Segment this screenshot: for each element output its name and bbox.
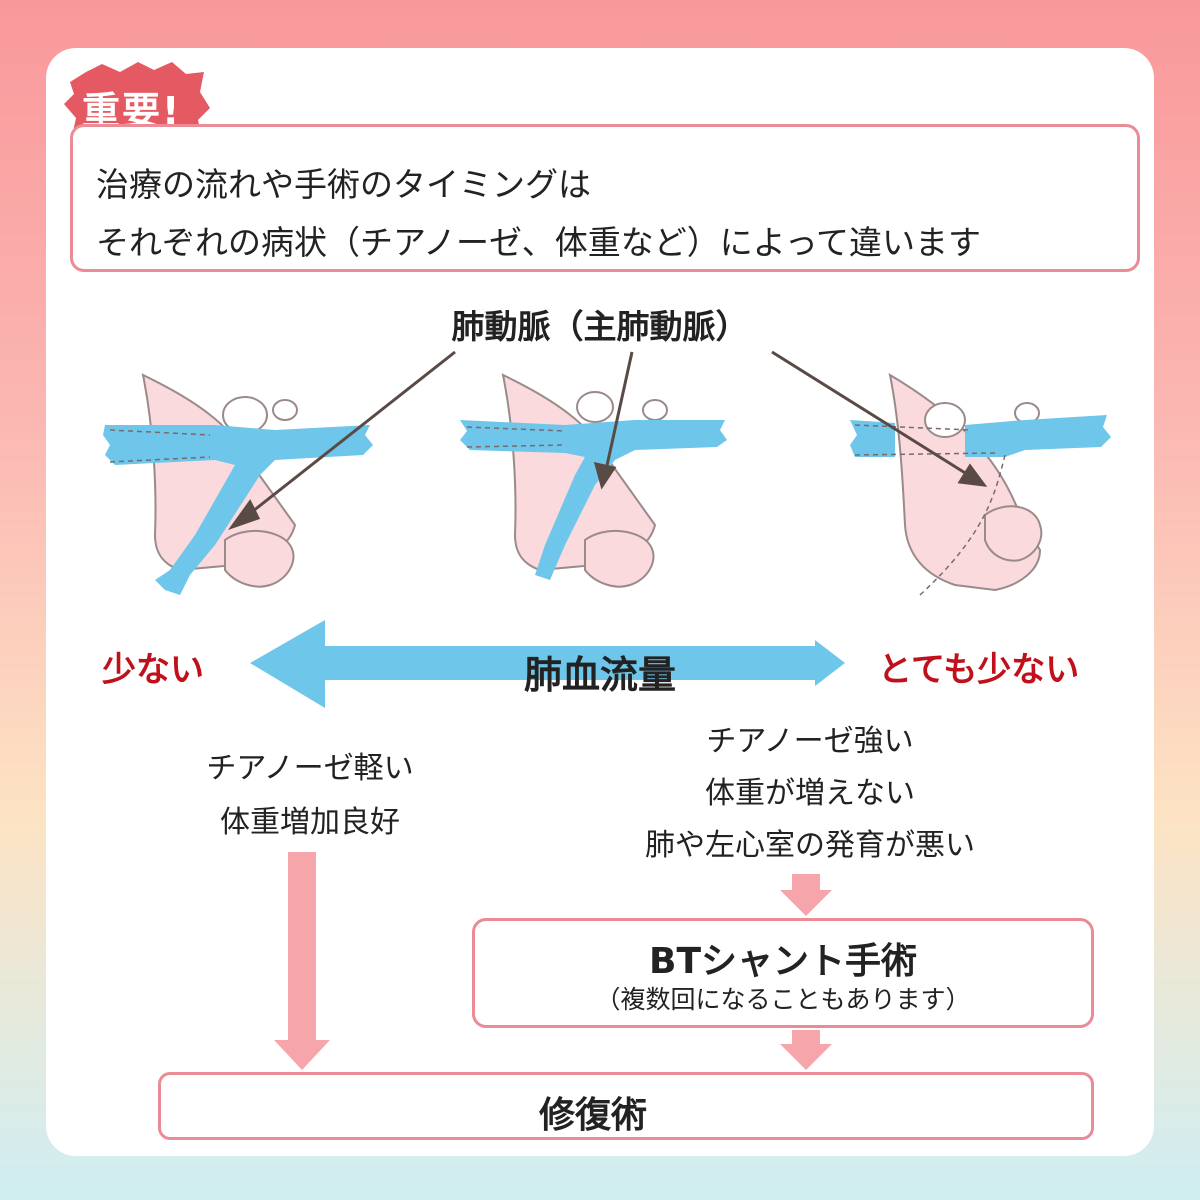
right-branch-line-3: 肺や左心室の発育が悪い: [645, 828, 975, 863]
bt-shunt-title: BTシャント手術: [649, 941, 917, 982]
note-line-1: 治療の流れや手術のタイミングは: [96, 165, 591, 204]
right-branch-line-1: チアノーゼ強い: [706, 724, 914, 759]
right-branch-line-2: 体重が増えない: [705, 776, 915, 811]
heart-illustration-mild: [103, 373, 373, 595]
heart-illustration-moderate: [460, 373, 727, 588]
bt-shunt-box: [472, 918, 1094, 1028]
note-line-2: それぞれの病状（チアノーゼ、体重など）によって違います: [96, 223, 982, 262]
flow-label: 肺血流量: [523, 653, 676, 697]
pulmonary-artery-label: 肺動脈（主肺動脈）: [451, 307, 749, 346]
repair-label: 修復術: [538, 1095, 647, 1136]
right-branch-description: チアノーゼ強い 体重が増えない 肺や左心室の発育が悪い: [600, 716, 1020, 872]
note-box: [70, 124, 1140, 272]
left-branch-description: チアノーゼ軽い 体重増加良好: [120, 742, 500, 850]
flow-very-low-label: とても少ない: [878, 650, 1080, 690]
heart-illustration-severe: [850, 373, 1111, 596]
left-branch-line-2: 体重増加良好: [220, 805, 400, 840]
flow-low-label: 少ない: [102, 650, 204, 690]
bt-shunt-subtitle: （複数回になることもあります）: [595, 985, 971, 1014]
left-branch-line-1: チアノーゼ軽い: [206, 751, 414, 786]
repair-box: [158, 1072, 1094, 1140]
